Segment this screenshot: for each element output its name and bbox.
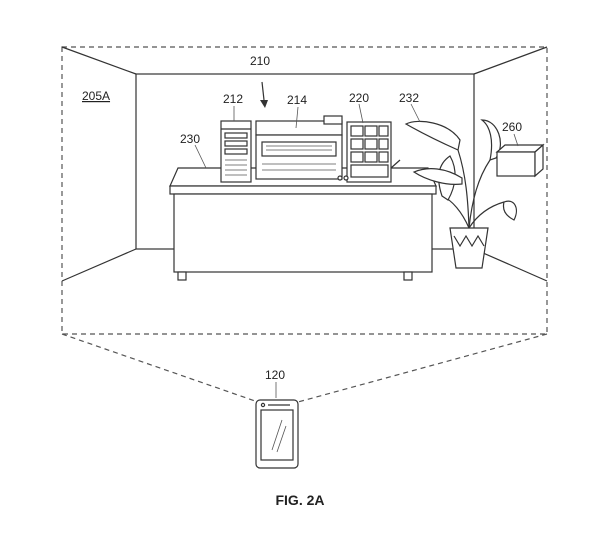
potted-plant [404, 119, 517, 269]
label-210: 210 [250, 54, 270, 68]
camera-frustum [61, 46, 548, 403]
computer-tower [220, 120, 252, 183]
label-232: 232 [399, 91, 419, 105]
leader-lines [194, 81, 519, 398]
smartphone [255, 399, 299, 469]
label-220: 220 [349, 91, 369, 105]
figure-caption: FIG. 2A [275, 492, 324, 508]
display-panel [337, 121, 401, 183]
label-205a: 205A [82, 89, 110, 103]
label-230: 230 [180, 132, 200, 146]
label-260: 260 [502, 120, 522, 134]
printer [255, 115, 343, 180]
desk [169, 167, 437, 281]
label-120: 120 [265, 368, 285, 382]
label-214: 214 [287, 93, 307, 107]
wall-box [495, 143, 545, 178]
label-212: 212 [223, 92, 243, 106]
